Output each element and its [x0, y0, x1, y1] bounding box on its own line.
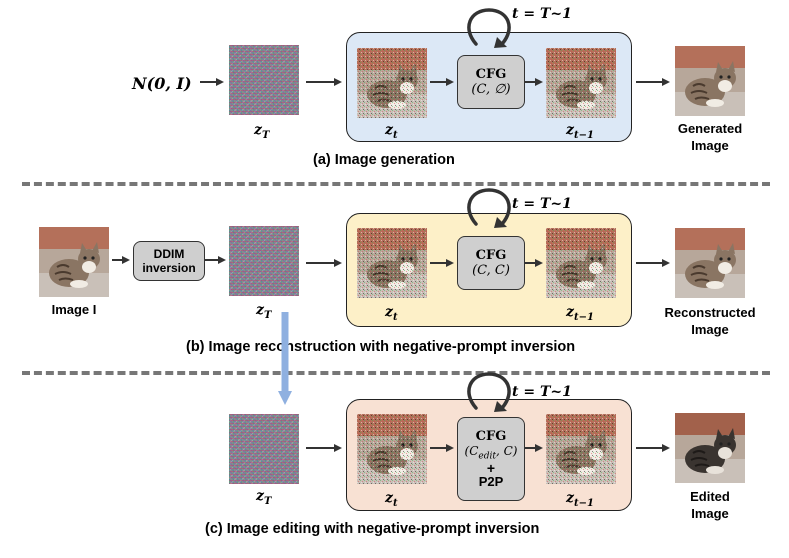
noisy-cat-image-zt-b	[357, 228, 427, 298]
input-image-label: Image I	[51, 302, 97, 317]
subscript: T	[261, 129, 270, 141]
loop-arrow-b	[467, 188, 511, 226]
cfg-title: CFG	[475, 67, 507, 82]
noisy-cat-image-zt-1-c	[546, 414, 616, 484]
loop-label-b: t = T~1	[512, 196, 572, 212]
caption-a: (a) Image generation	[313, 152, 455, 168]
noisy-cat-image-zt	[357, 48, 427, 118]
inverted-noise-zT-c	[229, 414, 299, 484]
label-zt-1-b: zt−1	[566, 304, 594, 323]
cfg-box-b: CFG (C, C)	[457, 236, 525, 290]
cfg-args-b: (C, C)	[472, 263, 510, 278]
label-zT-b: zT	[256, 302, 272, 321]
divider-1	[22, 182, 770, 186]
ddim-inversion-box: DDIM inversion	[133, 241, 205, 281]
noise-image-zT	[229, 45, 299, 115]
reconstructed-cat-image	[675, 228, 745, 298]
label-zT-c: zT	[256, 488, 272, 507]
cfg-p2p-box: CFG (Cedit, C) + P2P	[457, 417, 525, 501]
label-zt-b: zt	[385, 304, 398, 323]
loop-arrow-c	[467, 372, 511, 410]
loop-label: t = T~1	[512, 6, 572, 22]
caption-c: (c) Image editing with negative-prompt i…	[205, 521, 540, 537]
generated-cat-image	[675, 46, 745, 116]
subscript: T	[263, 309, 272, 321]
noisy-cat-image-zt-1	[546, 48, 616, 118]
inverted-noise-zT	[229, 226, 299, 296]
subscript: t−1	[573, 311, 594, 323]
loop-arrow-a	[467, 8, 511, 46]
p2p-label: P2P	[478, 473, 504, 489]
subscript: t	[392, 129, 398, 141]
label-zt-c: zt	[385, 490, 398, 509]
divider-2	[22, 371, 770, 375]
label-zt: zt	[385, 122, 398, 141]
subscript: t−1	[573, 497, 594, 509]
label-zt-1-c: zt−1	[566, 490, 594, 509]
subscript: T	[263, 495, 272, 507]
cfg-title-b: CFG	[475, 248, 507, 263]
subscript: t−1	[573, 129, 594, 141]
noisy-cat-image-zt-c	[357, 414, 427, 484]
ddim-line1: DDIM	[153, 247, 185, 261]
label-zt-1: zt−1	[566, 122, 594, 141]
edited-cat-image	[675, 413, 745, 483]
input-cat-image	[39, 227, 109, 297]
ddim-line2: inversion	[142, 261, 196, 275]
subscript: t	[392, 497, 398, 509]
noisy-cat-image-zt-1-b	[546, 228, 616, 298]
subscript: t	[392, 311, 398, 323]
cfg-args: (C, ∅)	[471, 82, 511, 97]
cfg-title-c: CFG	[475, 429, 507, 445]
cfg-args-c: (Cedit, C)	[464, 444, 518, 462]
input-noise-distribution: N(0, I)	[132, 74, 192, 93]
plus-sign: +	[486, 459, 496, 476]
cfg-box: CFG (C, ∅)	[457, 55, 525, 109]
label-zT: zT	[254, 122, 270, 141]
loop-label-c: t = T~1	[512, 384, 572, 400]
